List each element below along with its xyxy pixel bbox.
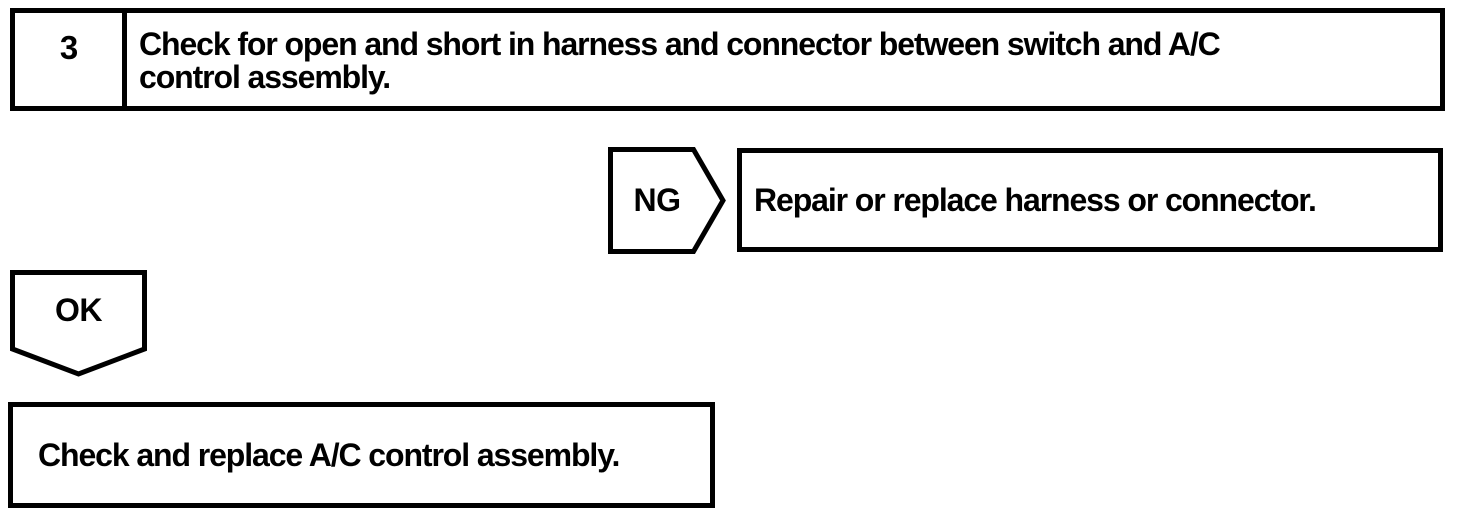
step-instruction-line2: control assembly. xyxy=(139,59,391,95)
ok-result-text: Check and replace A/C control assembly. xyxy=(38,436,620,473)
step-box: 3 Check for open and short in harness an… xyxy=(10,8,1445,111)
step-instruction: Check for open and short in harness and … xyxy=(127,13,1440,106)
ok-result-box: Check and replace A/C control assembly. xyxy=(8,402,715,508)
ok-connector-label: OK xyxy=(55,291,103,328)
ng-connector-label: NG xyxy=(633,182,682,218)
step-number: 3 xyxy=(15,13,127,106)
ok-arrow-down-icon xyxy=(10,270,147,377)
ng-connector: NG xyxy=(608,147,726,254)
ng-result-text: Repair or replace harness or connector. xyxy=(754,181,1317,218)
ng-result-box: Repair or replace harness or connector. xyxy=(737,148,1443,252)
ng-arrow-right-icon xyxy=(608,147,726,254)
step-instruction-line1: Check for open and short in harness and … xyxy=(139,26,1221,62)
ok-connector: OK xyxy=(10,270,147,377)
